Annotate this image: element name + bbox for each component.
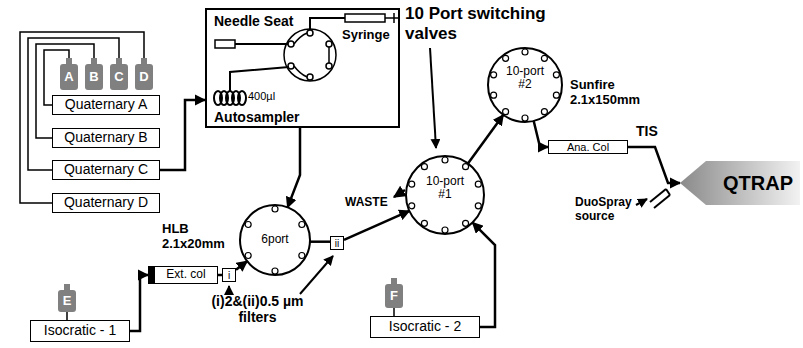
flow-line [393, 308, 395, 316]
solvent-letter: E [63, 294, 72, 308]
volume-label: 400µl [248, 90, 275, 103]
valve-circle: 6port [239, 204, 311, 276]
solvent-bottle: E [58, 284, 76, 312]
pump-box: Quaternary D [52, 193, 160, 213]
node-label: Isocratic - 1 [44, 323, 116, 338]
autosampler-valve [284, 29, 336, 81]
solvent-letter: C [114, 70, 123, 84]
node-label: ii [335, 238, 339, 249]
node-label: Quaternary A [65, 97, 148, 112]
part-label: DuoSpray source [575, 196, 655, 224]
part-label: HLB 2.1x20mm [162, 222, 234, 252]
solvent-bottle: D [135, 58, 153, 90]
solvent-bottle: A [60, 58, 78, 90]
valve-circle: 10-port #1 [405, 155, 485, 235]
flow-line [160, 100, 205, 170]
solvent-letter: D [139, 70, 148, 84]
node-label: Autosampler [214, 110, 300, 125]
solvent-bottle: B [85, 58, 103, 90]
node-label: Quaternary C [64, 162, 148, 177]
flow-line [36, 44, 94, 138]
node-label: 10-port #1 [422, 175, 468, 201]
column-box: Ext. col [148, 266, 218, 284]
valve-circle: 10-port #2 [487, 47, 563, 123]
node-label: 10-port #2 [502, 65, 548, 91]
pump-box: Quaternary A [52, 95, 160, 115]
part-label: Syringe [342, 28, 390, 43]
solvent-letter: B [89, 70, 98, 84]
part-label: WASTE [345, 196, 388, 210]
sample-loop-coil [214, 67, 289, 105]
node-label: i [228, 270, 230, 281]
node-label: Ana. Col [567, 141, 609, 153]
flow-line [130, 275, 148, 331]
node-label: Ext. col [166, 268, 205, 281]
flow-line [310, 240, 330, 243]
spray-source-probe [650, 189, 670, 208]
node-label: 6port [261, 233, 288, 246]
waste-outlet [394, 190, 405, 197]
column-box: Ana. Col [548, 140, 628, 154]
pump-box: Isocratic - 2 [370, 316, 480, 338]
autosampler-box: Needle SeatAutosampler [205, 8, 400, 128]
node-label: QTRAP [723, 172, 800, 194]
filter-box: i [222, 268, 236, 282]
flow-line [344, 211, 409, 240]
flow-line [468, 115, 503, 164]
solvent-letter: A [64, 70, 73, 84]
needle-seat-symbol [215, 40, 288, 48]
node-label: Quaternary D [64, 195, 148, 210]
solvent-bottle: C [110, 58, 128, 90]
flow-line [288, 128, 300, 207]
flow-line [236, 261, 247, 269]
pump-box: Quaternary C [52, 160, 160, 180]
solvent-bottle: F [385, 278, 403, 308]
part-label: TIS [636, 123, 658, 139]
pump-box: Quaternary B [52, 128, 160, 148]
node-label: Isocratic - 2 [389, 319, 461, 334]
flow-line [473, 223, 495, 327]
filter-box: ii [330, 236, 344, 250]
part-label: (i)2&(ii)0.5 µm filters [200, 293, 315, 325]
flow-line [534, 121, 548, 147]
node-label: Needle Seat [214, 14, 293, 29]
flow-line [66, 312, 68, 320]
flow-line [628, 147, 680, 183]
heading-label: 10 Port switching valves [405, 4, 595, 43]
solvent-letter: F [390, 289, 398, 303]
mass-spectrometer: QTRAP [680, 158, 800, 208]
pump-box: Isocratic - 1 [30, 320, 130, 342]
node-label: Quaternary B [64, 130, 147, 145]
part-label: Sunfire 2.1x150mm [570, 78, 670, 108]
